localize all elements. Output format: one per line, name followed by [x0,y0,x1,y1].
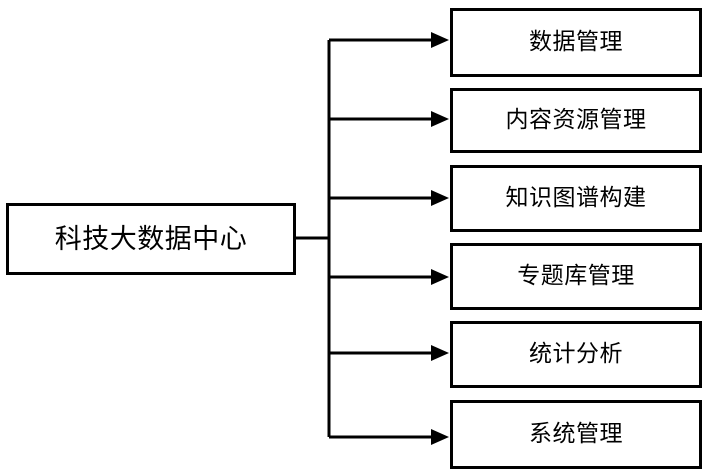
branch-node-label-5: 统计分析 [529,341,623,367]
branch-node-knowledge-graph-construction[interactable]: 知识图谱构建 [450,165,702,232]
root-node-label: 科技大数据中心 [54,223,248,255]
branch-node-data-management[interactable]: 数据管理 [450,8,702,77]
branch-node-content-resource-management[interactable]: 内容资源管理 [450,88,702,153]
branch-node-thematic-database-management[interactable]: 专题库管理 [450,243,702,310]
arrowhead-1 [431,32,449,48]
branch-node-system-management[interactable]: 系统管理 [450,400,702,469]
arrowhead-5 [431,345,449,361]
branch-node-statistical-analysis[interactable]: 统计分析 [450,321,702,388]
branch-node-label-3: 知识图谱构建 [505,185,647,211]
branch-node-label-4: 专题库管理 [517,263,635,289]
arrowhead-2 [431,111,449,127]
branch-node-label-2: 内容资源管理 [505,107,647,133]
branch-node-label-6: 系统管理 [529,421,623,447]
arrowhead-4 [431,269,449,285]
arrowhead-6 [431,429,449,445]
root-node-science-tech-big-data-center[interactable]: 科技大数据中心 [6,203,296,275]
arrowhead-3 [431,190,449,206]
branch-node-label-1: 数据管理 [529,29,623,55]
